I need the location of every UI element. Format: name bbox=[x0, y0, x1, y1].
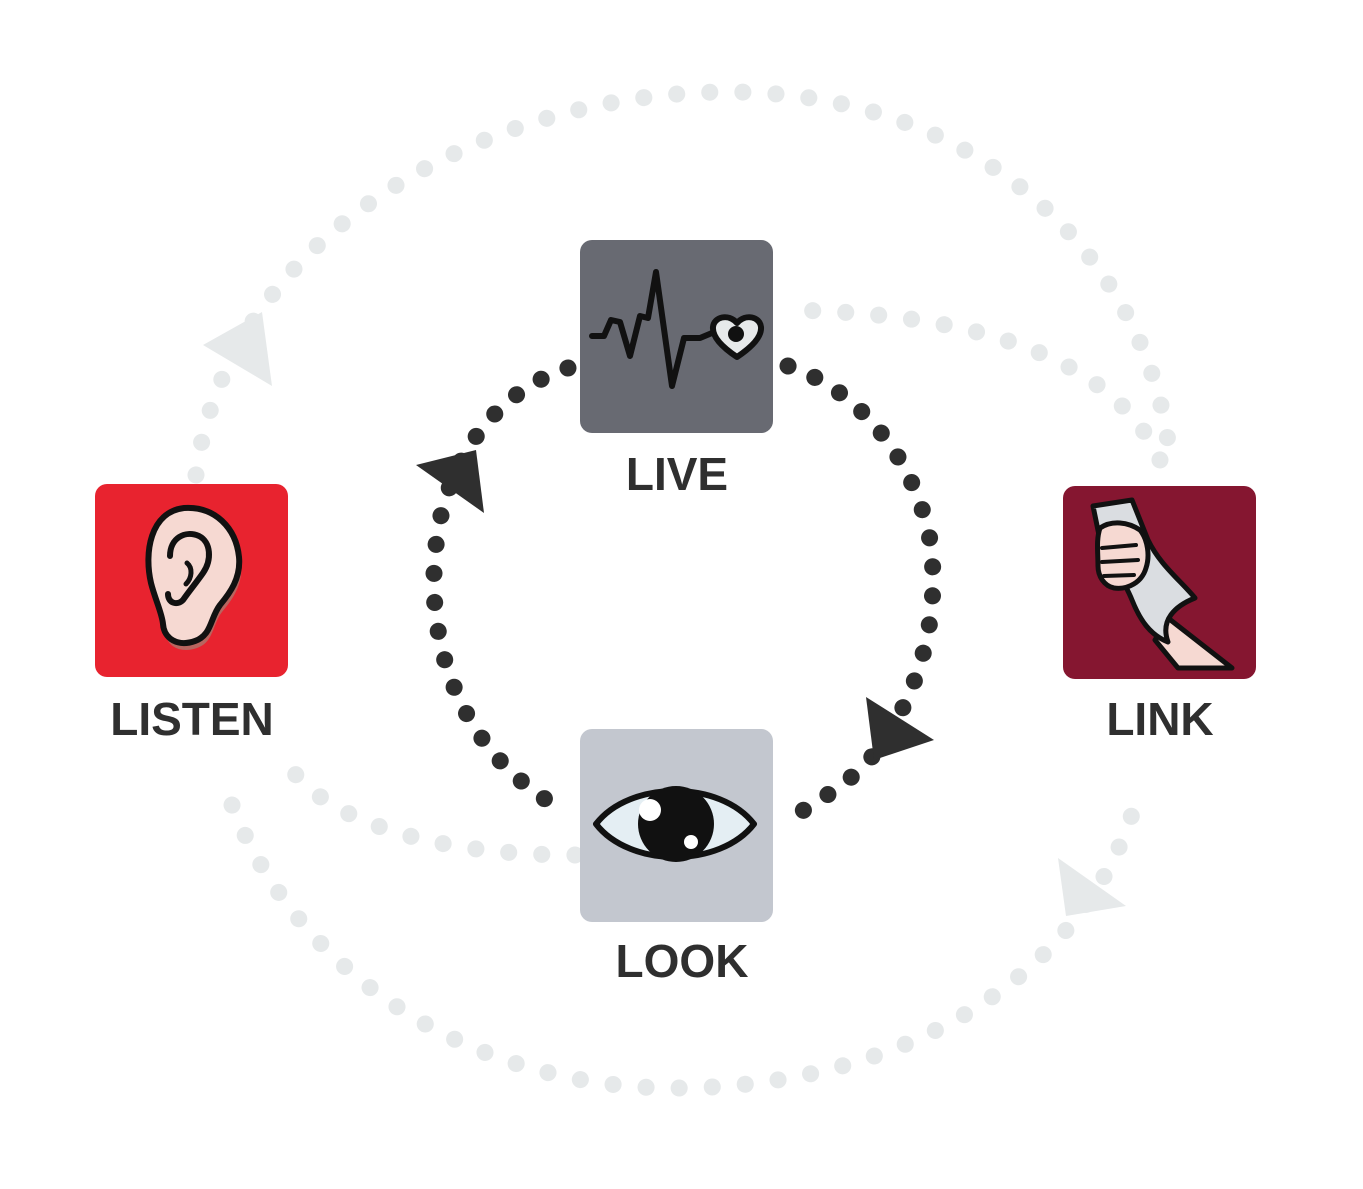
outer-link-to-live bbox=[773, 301, 1169, 469]
look-node: LOOK bbox=[580, 729, 773, 987]
listen-label: LISTEN bbox=[110, 693, 274, 745]
inner-arrow-head-right bbox=[866, 697, 934, 760]
live-tile bbox=[580, 240, 773, 433]
eye-icon bbox=[593, 786, 757, 862]
link-label: LINK bbox=[1106, 693, 1213, 745]
live-label: LIVE bbox=[626, 448, 728, 500]
outer-arc-top bbox=[187, 83, 1179, 484]
live-node: LIVE bbox=[580, 240, 773, 500]
outer-arrow-head-right bbox=[1058, 858, 1126, 916]
inner-cycle-arrows bbox=[416, 450, 934, 760]
inner-arc-left bbox=[425, 359, 577, 821]
outer-arc-bottom bbox=[223, 796, 1143, 1097]
heartbeat-icon bbox=[589, 269, 764, 389]
ear-icon bbox=[145, 504, 243, 651]
listen-node: LISTEN bbox=[95, 484, 288, 745]
inner-arrow-head-left bbox=[416, 450, 484, 513]
inner-arc-right bbox=[777, 357, 942, 829]
outer-cycle bbox=[187, 83, 1179, 1097]
outer-cycle-arrows bbox=[203, 312, 1126, 916]
helping-hands-icon bbox=[1090, 497, 1235, 671]
look-label: LOOK bbox=[616, 935, 749, 987]
outer-look-to-listen bbox=[283, 761, 584, 864]
inner-cycle bbox=[425, 357, 942, 829]
link-node: LINK bbox=[1063, 486, 1256, 745]
outer-arrow-head-left bbox=[203, 312, 272, 386]
